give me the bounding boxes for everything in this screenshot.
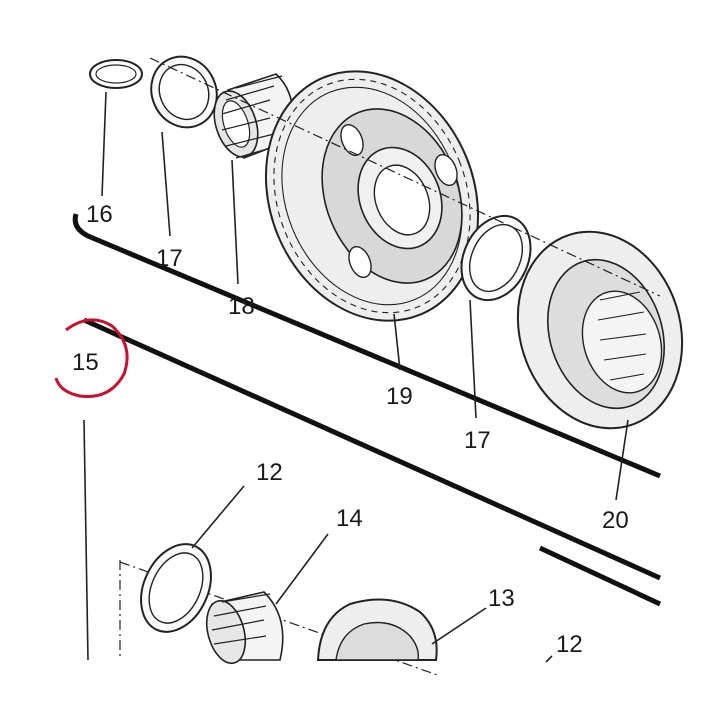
highlight-circle: [54, 318, 129, 399]
lower-section-border-2: [538, 545, 662, 607]
part-16-circlip: [89, 59, 143, 89]
callout-16: 16: [86, 201, 113, 228]
lower-leader-lines: [83, 419, 553, 663]
callout-17-upper-right: 17: [464, 427, 491, 454]
part-17-washer-upper: [150, 55, 218, 129]
callout-20: 20: [602, 507, 629, 534]
callout-19: 19: [386, 383, 413, 410]
part-19-gear: [264, 70, 480, 322]
upper-leader-lines: [101, 91, 629, 501]
part-20-sliding-gear: [516, 230, 684, 430]
callout-12-lower-right: 12: [556, 631, 583, 658]
callout-13: 13: [488, 585, 515, 612]
upper-shaft-axis: [149, 57, 661, 297]
part-14-needle-bearing: [205, 591, 284, 665]
part-12-washer-left: [140, 543, 212, 633]
callout-15: 15: [72, 349, 99, 376]
callout-18: 18: [228, 293, 255, 320]
callout-14: 14: [336, 505, 363, 532]
lower-section-border: [82, 317, 662, 581]
callout-17-upper-left: 17: [156, 245, 183, 272]
callout-12-lower-left: 12: [256, 459, 283, 486]
part-13-gear: [316, 598, 438, 661]
part-17-washer-lower: [460, 214, 532, 302]
upper-section-border: [72, 213, 661, 479]
